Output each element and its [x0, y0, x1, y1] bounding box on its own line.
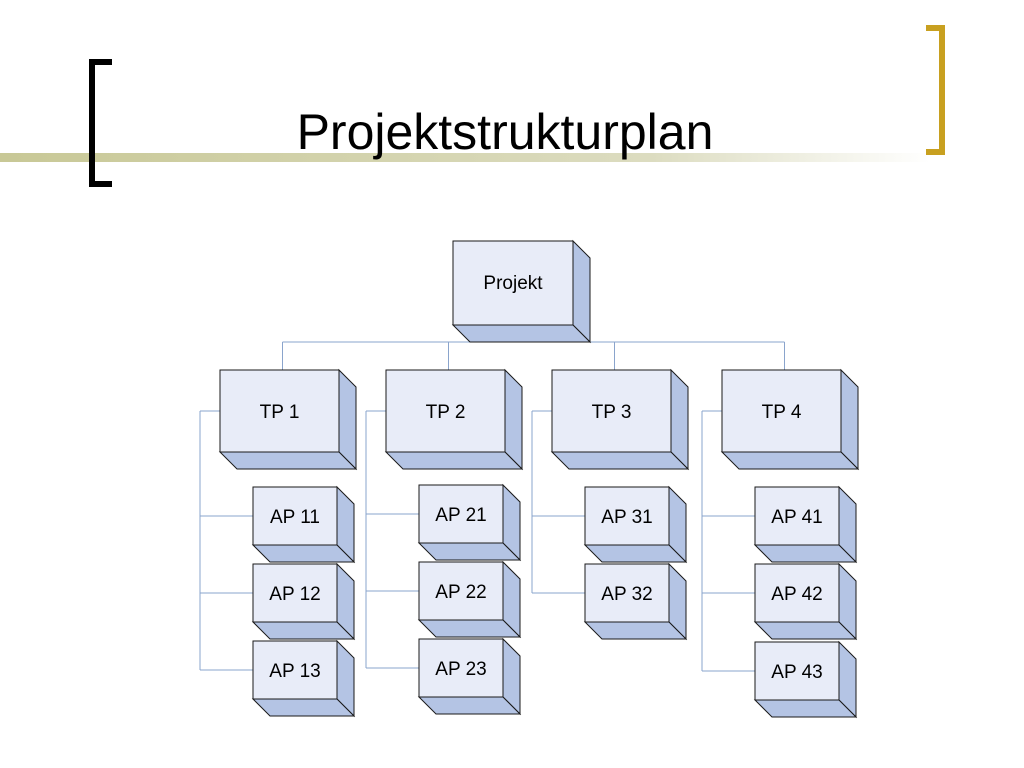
tp-node-3-label: TP 3 — [592, 402, 632, 423]
tp-node-4: TP 4 — [720, 368, 860, 471]
ap-node-2-2-bottom — [417, 619, 522, 638]
ap-node-4-2-label: AP 42 — [771, 584, 822, 605]
ap-node-1-2-bottom — [251, 621, 356, 640]
tp-node-1: TP 1 — [218, 368, 358, 471]
ap-node-1-1-bottom — [251, 544, 356, 563]
tp-node-4-front — [721, 369, 842, 453]
ap-node-1-2-label: AP 12 — [269, 584, 320, 605]
ap-node-2-2-front — [418, 561, 504, 621]
ap-node-4-2-bottom — [753, 621, 858, 640]
tp-node-1-bottom — [218, 451, 358, 470]
slide-decoration — [0, 25, 945, 187]
ap-node-2-2: AP 22 — [417, 560, 522, 639]
ap-node-3-1-label: AP 31 — [601, 507, 652, 528]
ap-node-2-1: AP 21 — [417, 483, 522, 562]
ap-node-4-1-label: AP 41 — [771, 507, 822, 528]
right-bracket — [926, 25, 945, 155]
ap-node-1-2-front — [252, 563, 338, 623]
ap-node-2-3: AP 23 — [417, 637, 522, 716]
ap-node-3-2-bottom — [583, 621, 688, 640]
root-node-front — [452, 240, 574, 326]
slide-title: Projektstrukturplan — [296, 104, 714, 160]
title-rule — [0, 153, 930, 162]
tp-node-2-label: TP 2 — [426, 402, 466, 423]
ap-node-4-1-front — [754, 486, 840, 546]
ap-node-3-1-bottom — [583, 544, 688, 563]
ap-node-1-2: AP 12 — [251, 562, 356, 641]
ap-node-4-2-front — [754, 563, 840, 623]
ap-node-1-3-bottom — [251, 698, 356, 717]
ap-node-3-1: AP 31 — [583, 485, 688, 564]
tp-node-4-label: TP 4 — [762, 402, 802, 423]
ap-node-2-1-label: AP 21 — [435, 505, 486, 526]
ap-node-4-3-label: AP 43 — [771, 662, 822, 683]
ap-node-2-3-label: AP 23 — [435, 659, 486, 680]
ap-node-3-2: AP 32 — [583, 562, 688, 641]
ap-node-4-1-bottom — [753, 544, 858, 563]
ap-node-3-1-front — [584, 486, 670, 546]
root-node-label: Projekt — [483, 273, 543, 294]
connectors — [199, 325, 785, 672]
ap-node-2-1-bottom — [417, 542, 522, 561]
ap-node-4-2: AP 42 — [753, 562, 858, 641]
tp-node-3: TP 3 — [550, 368, 690, 471]
ap-node-1-3-front — [252, 640, 338, 700]
ap-node-2-1-front — [418, 484, 504, 544]
tp-node-3-front — [551, 369, 672, 453]
ap-node-3-2-front — [584, 563, 670, 623]
ap-node-1-3: AP 13 — [251, 639, 356, 718]
tp-node-3-bottom — [550, 451, 690, 470]
tp-node-4-bottom — [720, 451, 860, 470]
boxes: Projekt TP 1 AP 11 AP 12 AP 13 TP 2 AP 21 AP 22… — [218, 239, 860, 719]
ap-node-1-1: AP 11 — [251, 485, 356, 564]
ap-node-2-3-front — [418, 638, 504, 698]
root-node-bottom — [451, 324, 592, 343]
ap-node-3-2-label: AP 32 — [601, 584, 652, 605]
ap-node-4-3-bottom — [753, 699, 858, 718]
ap-node-1-1-label: AP 11 — [270, 507, 320, 528]
tp-node-1-front — [219, 369, 340, 453]
tp-node-1-label: TP 1 — [260, 402, 300, 423]
left-bracket — [89, 59, 112, 187]
ap-node-2-2-label: AP 22 — [435, 582, 486, 603]
ap-node-4-3-front — [754, 641, 840, 701]
ap-node-1-3-label: AP 13 — [269, 661, 320, 682]
tp-node-2-bottom — [384, 451, 524, 470]
ap-node-4-1: AP 41 — [753, 485, 858, 564]
ap-node-4-3: AP 43 — [753, 640, 858, 719]
ap-node-1-1-front — [252, 486, 338, 546]
tp-node-2-front — [385, 369, 506, 453]
ap-node-2-3-bottom — [417, 696, 522, 715]
root-node: Projekt — [451, 239, 592, 344]
tp-node-2: TP 2 — [384, 368, 524, 471]
